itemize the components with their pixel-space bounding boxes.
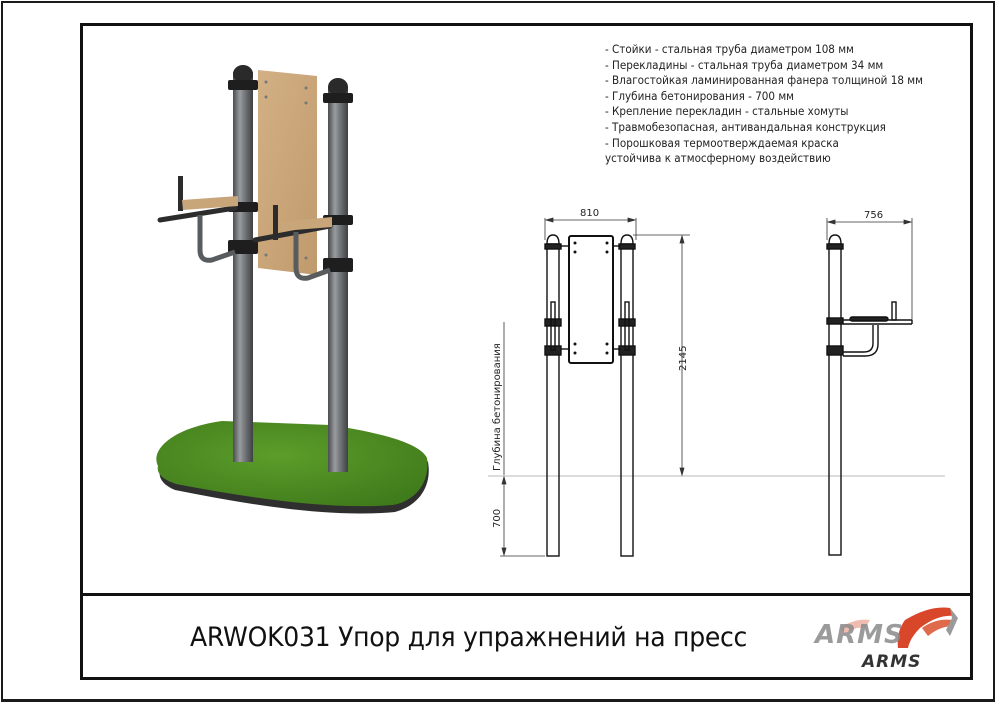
title-block-divider — [80, 593, 973, 596]
spec-item: - Перекладины - стальная труба диаметром… — [605, 58, 884, 72]
spec-item: устойчива к атмосферному воздействию — [605, 152, 831, 166]
spec-item: - Глубина бетонирования - 700 мм — [605, 89, 795, 103]
spec-item: - Травмобезопасная, антивандальная конст… — [605, 120, 886, 134]
logo-brand-small-text: ARMS — [862, 652, 922, 672]
product-render-image — [156, 65, 429, 514]
document-title: ARWOK031 Упор для упражнений на пресс — [190, 622, 748, 653]
drawing-frame — [80, 23, 973, 680]
logo-brand-text: ARMS — [815, 620, 904, 650]
arms-logo-icon — [840, 607, 958, 648]
spec-item: - Порошковая термоотверждаемая краска — [605, 136, 839, 150]
grass-surface — [156, 421, 428, 507]
specifications-list: - Стойки - стальная труба диаметром 108 … — [605, 42, 923, 167]
spec-item: - Стойки - стальная труба диаметром 108 … — [605, 43, 854, 56]
spec-item: - Влагостойкая ламинированная фанера тол… — [605, 74, 923, 88]
spec-item: - Крепление перекладин - стальные хомуты — [605, 105, 849, 119]
